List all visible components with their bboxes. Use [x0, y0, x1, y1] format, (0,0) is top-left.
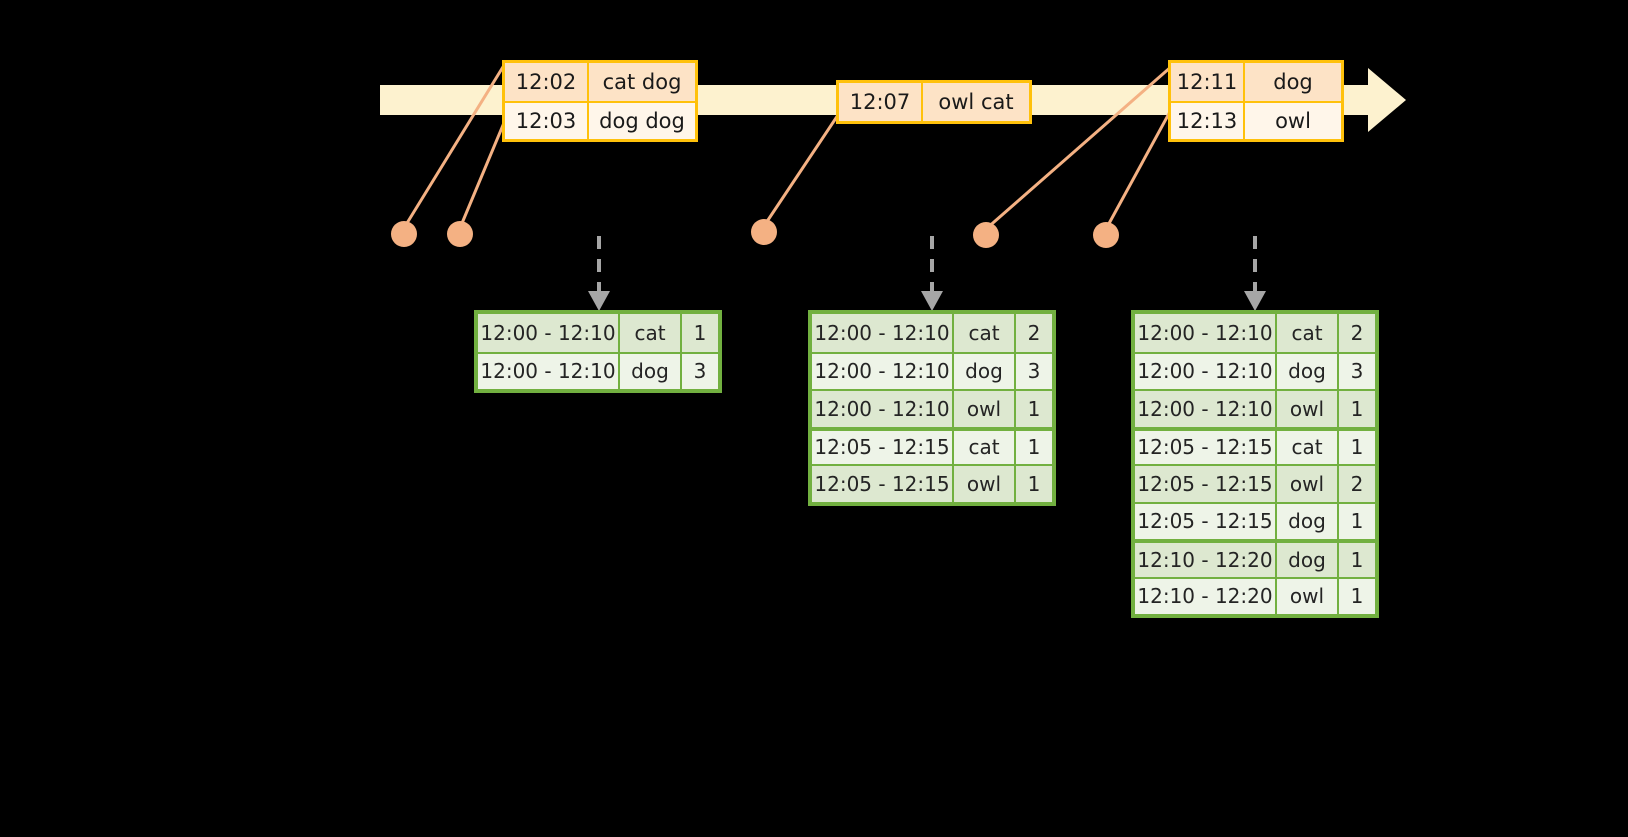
- event-row: 12:13 owl: [1171, 101, 1341, 139]
- count-cell: 3: [1027, 359, 1041, 384]
- event-value: dog: [1245, 63, 1341, 101]
- window-cell: 12:00 - 12:10: [812, 314, 954, 352]
- key-cell: cat: [620, 314, 682, 352]
- window-cell: 12:00 - 12:10: [1135, 391, 1277, 427]
- window-cell: 12:10 - 12:20: [1135, 543, 1277, 577]
- window-cell: 12:05 - 12:15: [1135, 503, 1277, 539]
- count-cell: 3: [1350, 359, 1364, 384]
- event-time: 12:02: [505, 63, 589, 101]
- event-group-1: 12:02 cat dog 12:03 dog dog: [502, 60, 698, 142]
- event-group-3: 12:11 dog 12:13 owl: [1168, 60, 1344, 142]
- marker-1213: [1093, 222, 1119, 248]
- key-cell: cat: [954, 430, 1016, 464]
- key-cell: owl: [1277, 391, 1339, 427]
- marker-1202: [391, 221, 417, 247]
- count-cell: 1: [1350, 509, 1364, 534]
- event-value: owl cat: [923, 83, 1029, 121]
- event-time: 12:11: [1171, 63, 1245, 101]
- event-row: 12:11 dog: [1171, 63, 1341, 101]
- window-cell: 12:00 - 12:10: [1135, 353, 1277, 389]
- window-cell: 12:00 - 12:10: [478, 314, 620, 352]
- count-cell: 1: [1350, 396, 1364, 421]
- event-row: 12:03 dog dog: [505, 101, 695, 139]
- event-group-2: 12:07 owl cat: [836, 80, 1032, 124]
- count-cell: 1: [693, 320, 707, 345]
- key-cell: cat: [954, 314, 1016, 352]
- key-cell: cat: [1277, 314, 1339, 352]
- event-row: 12:02 cat dog: [505, 63, 695, 101]
- key-cell: owl: [1277, 578, 1339, 614]
- count-cell: 1: [1350, 584, 1364, 609]
- window-cell: 12:00 - 12:10: [478, 353, 620, 389]
- marker-1211: [973, 222, 999, 248]
- event-value: dog dog: [599, 108, 685, 133]
- window-cell: 12:00 - 12:10: [812, 353, 954, 389]
- count-cell: 1: [1027, 435, 1041, 460]
- window-cell: 12:05 - 12:15: [812, 466, 954, 502]
- count-cell: 1: [1350, 547, 1364, 572]
- window-cell: 12:00 - 12:10: [1135, 314, 1277, 352]
- key-cell: cat: [1277, 430, 1339, 464]
- event-value: cat dog: [589, 63, 695, 101]
- key-cell: owl: [954, 391, 1016, 427]
- key-cell: dog: [620, 353, 682, 389]
- window-cell: 12:10 - 12:20: [1135, 578, 1277, 614]
- count-cell: 1: [1350, 435, 1364, 460]
- key-cell: dog: [954, 353, 1016, 389]
- event-row: 12:07 owl cat: [839, 83, 1029, 121]
- count-cell: 3: [693, 359, 707, 384]
- marker-1207: [751, 219, 777, 245]
- count-cell: 2: [1350, 471, 1364, 496]
- count-cell: 2: [1350, 320, 1364, 345]
- count-cell: 1: [1027, 396, 1041, 421]
- key-cell: dog: [1277, 503, 1339, 539]
- key-cell: owl: [1277, 466, 1339, 502]
- window-cell: 12:00 - 12:10: [812, 391, 954, 427]
- count-cell: 1: [1027, 471, 1041, 496]
- window-cell: 12:05 - 12:15: [1135, 466, 1277, 502]
- window-cell: 12:05 - 12:15: [1135, 430, 1277, 464]
- window-cell: 12:05 - 12:15: [812, 430, 954, 464]
- event-time: 12:03: [505, 103, 589, 139]
- marker-1203: [447, 221, 473, 247]
- event-time: 12:13: [1171, 103, 1245, 139]
- key-cell: owl: [954, 466, 1016, 502]
- key-cell: dog: [1277, 353, 1339, 389]
- timeline-arrowhead-icon: [1368, 68, 1406, 132]
- event-time: 12:07: [839, 83, 923, 121]
- key-cell: dog: [1277, 543, 1339, 577]
- event-value: owl: [1275, 108, 1311, 133]
- count-cell: 2: [1027, 320, 1041, 345]
